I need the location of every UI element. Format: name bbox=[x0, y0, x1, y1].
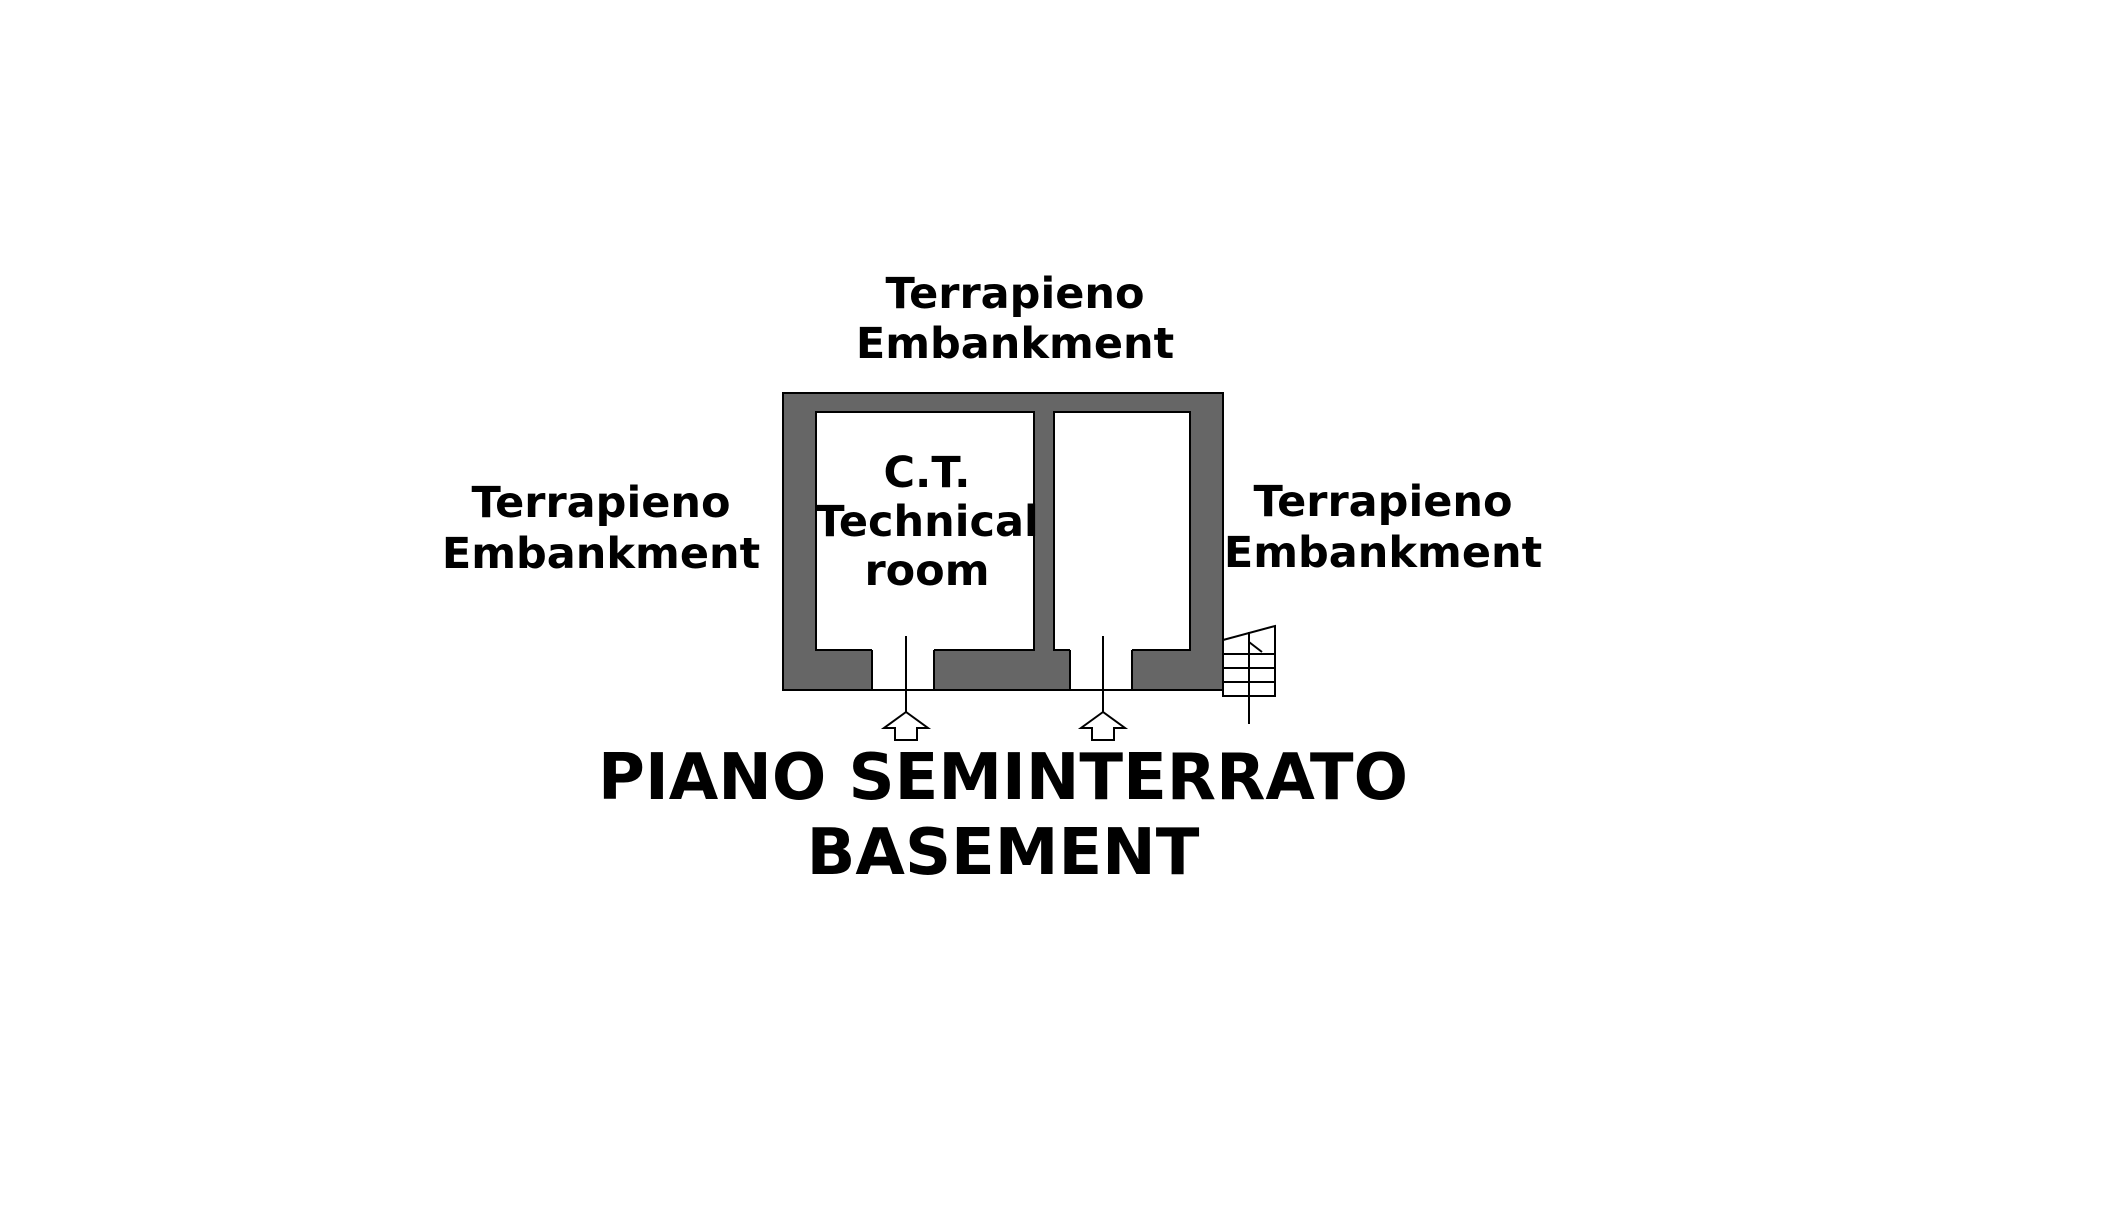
stairs-icon bbox=[1222, 624, 1276, 724]
entrance-right bbox=[1077, 636, 1129, 741]
label-top-line2: Embankment bbox=[856, 319, 1174, 369]
room-right bbox=[1053, 411, 1191, 651]
label-right-line2: Embankment bbox=[1224, 528, 1542, 578]
label-left-line2: Embankment bbox=[442, 529, 760, 579]
label-left-line1: Terrapieno bbox=[471, 478, 730, 528]
room-technical bbox=[815, 411, 1035, 651]
label-right-line1: Terrapieno bbox=[1253, 477, 1512, 527]
up-arrow-icon bbox=[880, 710, 932, 741]
label-technical-room-line3: room bbox=[864, 546, 989, 596]
entrance-left bbox=[880, 636, 932, 741]
building bbox=[782, 392, 1224, 692]
label-technical-room-line1: C.T. bbox=[883, 448, 970, 498]
door-opening-right bbox=[1070, 648, 1132, 692]
label-technical-room-line2: Technical bbox=[815, 497, 1038, 547]
label-top-line1: Terrapieno bbox=[885, 269, 1144, 319]
door-opening-left bbox=[872, 648, 934, 692]
floor-title-line1: PIANO SEMINTERRATO bbox=[598, 741, 1408, 815]
up-arrow-icon bbox=[1077, 710, 1129, 741]
floor-title-line2: BASEMENT bbox=[807, 816, 1200, 890]
